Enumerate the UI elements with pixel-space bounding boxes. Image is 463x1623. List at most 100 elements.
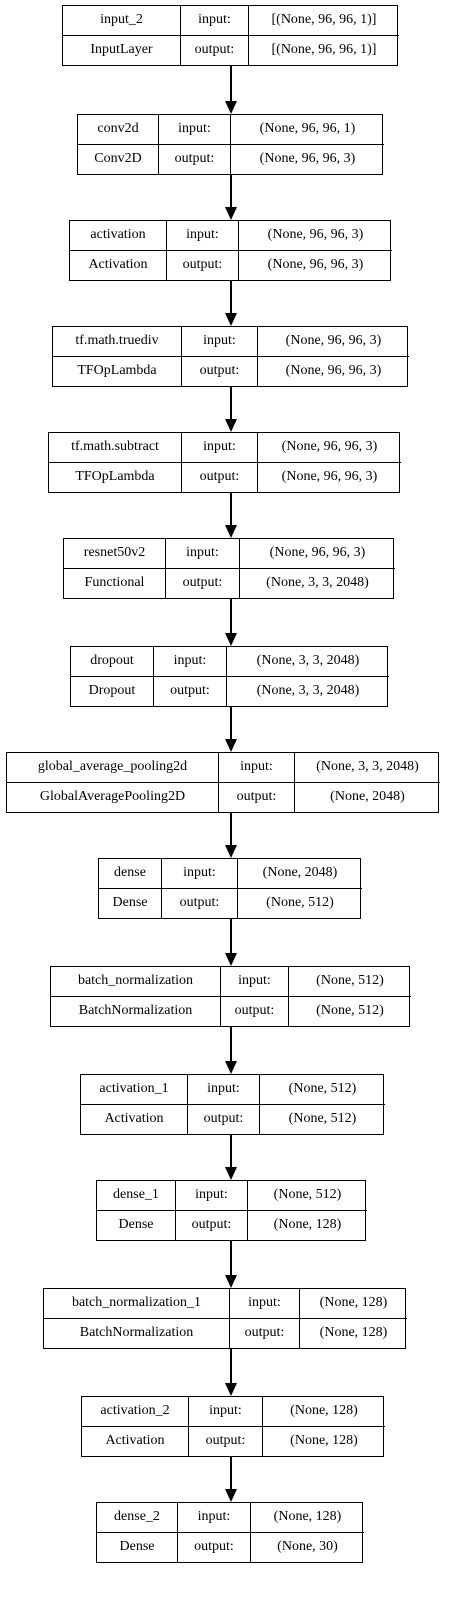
layer-type: BatchNormalization	[79, 1325, 194, 1341]
input-shape: (None, 96, 96, 3)	[257, 327, 409, 356]
arrow-shaft	[230, 813, 232, 846]
arrowhead-icon	[225, 313, 237, 326]
arrowhead-icon	[225, 739, 237, 752]
arrowhead-icon	[225, 845, 237, 858]
layer-name: activation	[90, 227, 146, 243]
layer-name: tf.math.subtract	[71, 439, 159, 455]
layer-type: Activation	[104, 1111, 164, 1127]
layer-type: InputLayer	[90, 42, 153, 58]
input-label: input:	[180, 6, 248, 35]
output-shape: (None, 96, 96, 3)	[230, 144, 384, 174]
node-input-row: input_2 input:[(None, 96, 96, 1)]	[63, 6, 399, 36]
layer-node: batch_normalization_1 input:(None, 128) Ba…	[43, 1288, 407, 1349]
output-label: output:	[165, 568, 239, 598]
input-label: input:	[181, 327, 257, 356]
layer-name: batch_normalization_1	[71, 1295, 202, 1311]
input-label: input:	[165, 539, 239, 568]
output-shape: (None, 128)	[299, 1318, 407, 1348]
layer-name: conv2d	[97, 121, 139, 137]
input-label: input:	[187, 1075, 259, 1104]
output-shape: (None, 128)	[262, 1426, 385, 1456]
output-label: output:	[188, 1426, 262, 1456]
layer-name: dense	[114, 865, 146, 881]
arrowhead-icon	[225, 101, 237, 114]
input-shape: (None, 128)	[250, 1503, 364, 1532]
output-label: output:	[181, 356, 257, 386]
node-output-row: BatchNormalization output:(None, 512)	[51, 996, 411, 1026]
arrow-shaft	[230, 66, 232, 102]
layer-name: global_average_pooling2d	[37, 759, 188, 775]
output-shape: (None, 96, 96, 3)	[257, 462, 401, 492]
layer-type: Dense	[119, 1539, 155, 1555]
arrow-shaft	[230, 1027, 232, 1062]
input-label: input:	[161, 859, 237, 888]
input-label: input:	[158, 115, 230, 144]
layer-name: activation_1	[99, 1081, 169, 1097]
input-shape: (None, 512)	[259, 1075, 385, 1104]
output-shape: (None, 512)	[288, 996, 411, 1026]
output-label: output:	[220, 996, 288, 1026]
arrow-shaft	[230, 175, 232, 208]
output-shape: (None, 3, 3, 2048)	[226, 676, 389, 706]
layer-name: input_2	[100, 12, 143, 28]
layer-type: Activation	[105, 1433, 165, 1449]
arrow-shaft	[230, 493, 232, 526]
output-shape: (None, 512)	[237, 888, 362, 918]
arrowhead-icon	[225, 1275, 237, 1288]
output-shape: (None, 2048)	[294, 782, 440, 812]
layer-type: Dropout	[88, 683, 136, 699]
layer-type: BatchNormalization	[78, 1003, 193, 1019]
arrow-shaft	[230, 1349, 232, 1384]
node-input-row: activation_1 input:(None, 512)	[81, 1075, 385, 1105]
input-shape: (None, 96, 96, 3)	[257, 433, 401, 462]
input-label: input:	[175, 1181, 247, 1210]
layer-type: TFOpLambda	[77, 363, 157, 379]
input-label: input:	[177, 1503, 250, 1532]
output-label: output:	[175, 1210, 247, 1240]
layer-type: TFOpLambda	[75, 469, 155, 485]
layer-name: activation_2	[100, 1403, 170, 1419]
layer-type: Functional	[84, 575, 145, 591]
layer-name: batch_normalization	[77, 973, 194, 989]
node-input-row: activation input:(None, 96, 96, 3)	[70, 221, 392, 251]
arrowhead-icon	[225, 419, 237, 432]
input-shape: (None, 96, 96, 3)	[239, 539, 395, 568]
layer-type: Dense	[112, 895, 148, 911]
output-label: output:	[177, 1532, 250, 1562]
arrowhead-icon	[225, 1167, 237, 1180]
output-shape: (None, 512)	[259, 1104, 385, 1134]
input-shape: [(None, 96, 96, 1)]	[248, 6, 399, 35]
output-label: output:	[158, 144, 230, 174]
input-shape: (None, 96, 96, 3)	[238, 221, 392, 250]
output-label: output:	[229, 1318, 299, 1348]
output-shape: (None, 96, 96, 3)	[238, 250, 392, 280]
input-label: input:	[153, 647, 226, 676]
arrowhead-icon	[225, 207, 237, 220]
input-label: input:	[166, 221, 238, 250]
arrow-shaft	[230, 919, 232, 954]
layer-type: Activation	[88, 257, 148, 273]
input-label: input:	[229, 1289, 299, 1318]
output-label: output:	[166, 250, 238, 280]
